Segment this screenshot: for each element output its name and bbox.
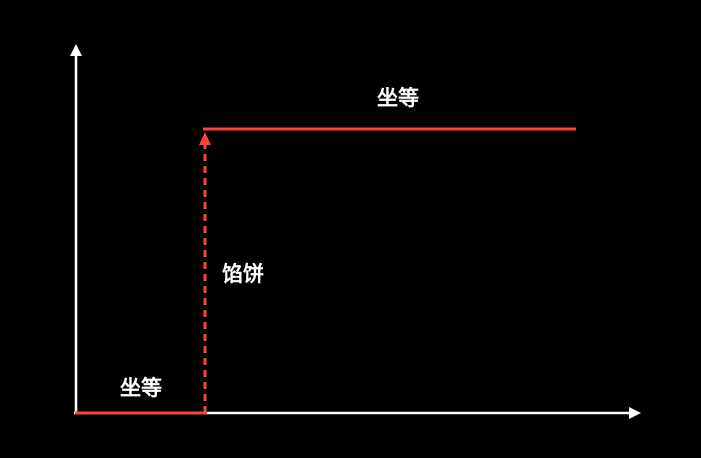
bottom-plateau-label: 坐等 <box>120 376 162 400</box>
top-plateau-label: 坐等 <box>377 86 419 110</box>
x-axis-arrow-icon <box>629 407 641 419</box>
y-axis-arrow-icon <box>70 44 82 56</box>
jump-label: 馅饼 <box>222 262 264 286</box>
jump-arrow-icon <box>199 132 211 145</box>
